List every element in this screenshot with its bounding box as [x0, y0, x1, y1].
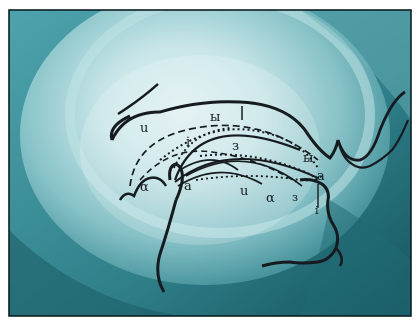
label-alpha-left: α	[140, 180, 149, 195]
label-3-mid: з	[232, 139, 239, 154]
label-u-left: u	[140, 121, 148, 136]
label-3-right: з	[292, 191, 298, 204]
label-y-top: ы	[210, 110, 220, 125]
label-a-right: a	[317, 169, 325, 184]
label-u-bottom: u	[240, 184, 248, 199]
label-i-mid: i	[186, 135, 190, 150]
label-a-left: a	[184, 179, 192, 194]
label-i-right: i	[315, 204, 319, 217]
label-y-right: ы	[303, 151, 313, 166]
label-alpha-bottom: α	[266, 191, 275, 206]
